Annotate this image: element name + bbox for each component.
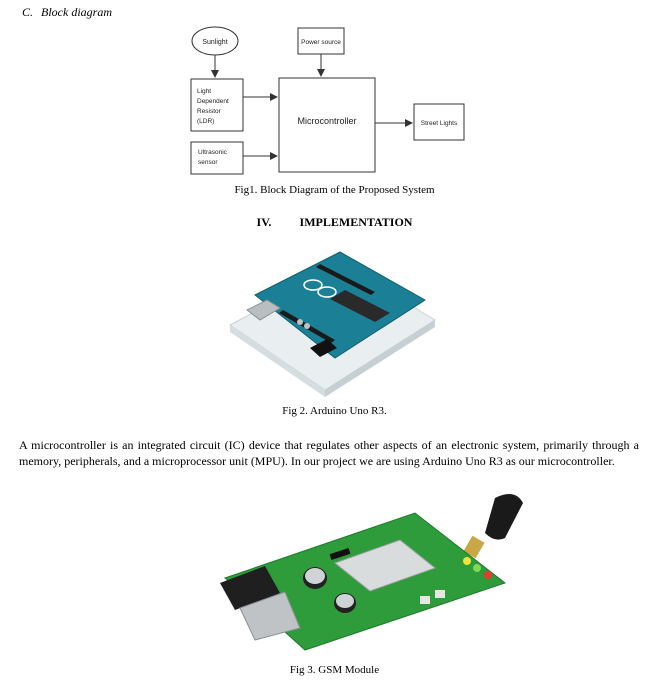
power-source-label: Power source [301, 39, 341, 46]
ultrasonic-line-1: Ultrasonic [198, 149, 228, 156]
heading-number: IV. [256, 215, 272, 229]
block-diagram: Sunlight Power source Light Dependent Re… [190, 26, 465, 175]
sunlight-label: Sunlight [202, 39, 227, 46]
ldr-line-1: Light [197, 88, 211, 95]
microcontroller-node: Microcontroller [278, 77, 376, 173]
ldr-line-2: Dependent [197, 98, 229, 105]
sunlight-node: Sunlight [191, 26, 239, 56]
street-lights-label: Street Lights [421, 120, 458, 127]
ldr-line-3: Resistor [197, 108, 222, 115]
ultrasonic-node: Ultrasonic sensor [190, 141, 244, 175]
section-iv-heading: IV. IMPLEMENTATION [0, 215, 669, 230]
fig1-caption: Fig1. Block Diagram of the Proposed Syst… [234, 184, 435, 196]
arduino-uno-image [229, 251, 436, 397]
ultrasonic-line-2: sensor [198, 159, 218, 166]
microcontroller-label: Microcontroller [297, 116, 356, 126]
gsm-module-image [220, 494, 523, 651]
section-title: Block diagram [41, 5, 112, 19]
ldr-line-4: (LDR) [197, 118, 214, 125]
power-source-node: Power source [297, 27, 345, 55]
ldr-node: Light Dependent Resistor (LDR) [190, 78, 244, 132]
fig3-caption: Fig 3. GSM Module [289, 664, 380, 676]
street-lights-node: Street Lights [413, 103, 465, 141]
fig2-caption: Fig 2. Arduino Uno R3. [282, 405, 387, 417]
body-paragraph: A microcontroller is an integrated circu… [19, 438, 639, 468]
section-heading: C. Block diagram [22, 5, 112, 20]
section-number: C. [22, 5, 34, 19]
heading-title: IMPLEMENTATION [299, 215, 413, 229]
